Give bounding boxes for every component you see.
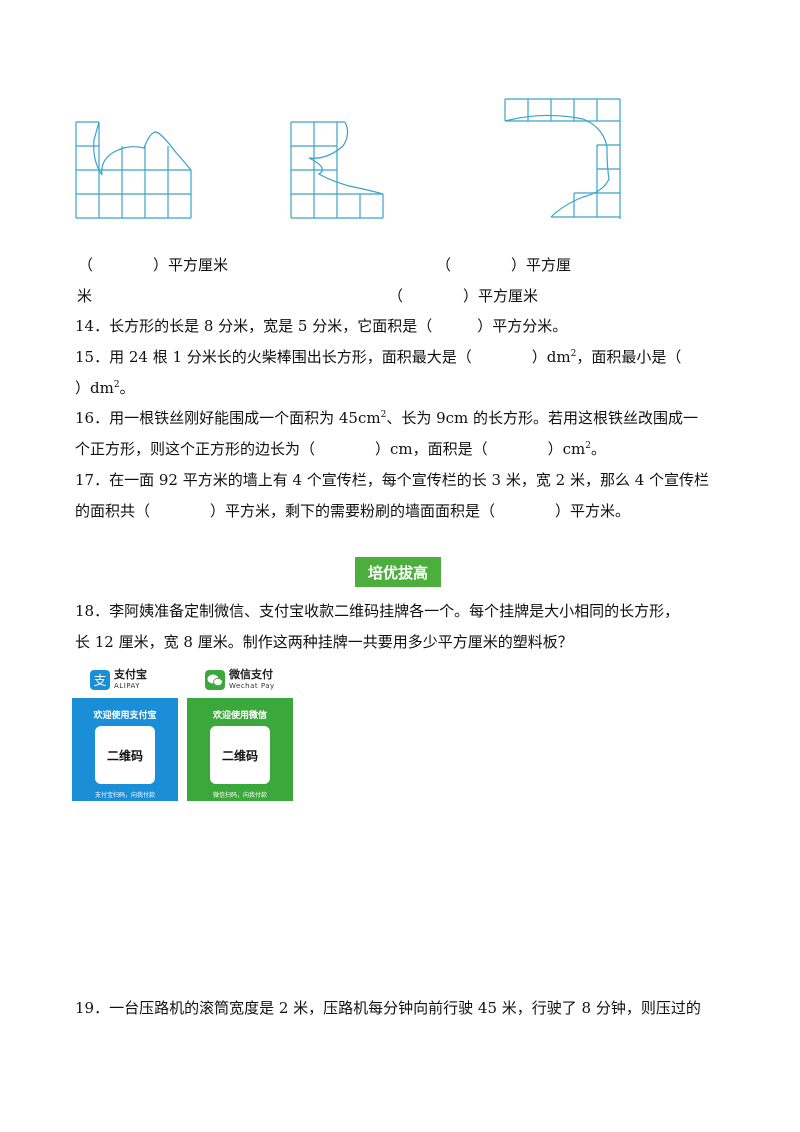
question-16-line-2: 个正方形，则这个正方形的边长为（ ）cm，面积是（ ）cm2。 <box>75 439 606 459</box>
wechat-logo-icon <box>205 670 225 690</box>
figure-2-answer: （ ）平方厘米 <box>388 287 539 305</box>
irregular-shape-figure-2 <box>290 121 384 219</box>
alipay-logo-icon: 支 <box>90 670 110 690</box>
section-title-badge: 培优拔高 <box>355 557 441 587</box>
wechat-qr-placeholder: 二维码 <box>210 726 270 784</box>
question-15-text-a: 15．用 24 根 1 分米长的火柴棒围出长方形，面积最大是（ ）dm <box>75 348 571 366</box>
question-17-line-2: 的面积共（ ）平方米，剩下的需要粉刷的墙面面积是（ ）平方米。 <box>75 502 631 520</box>
alipay-footer: 支付宝扫码，向我付款 <box>94 792 155 799</box>
question-14: 14．长方形的长是 8 分米，宽是 5 分米，它面积是（ ）平方分米。 <box>75 317 568 335</box>
svg-text:支: 支 <box>93 674 106 689</box>
figure-3-answer: （ ）平方厘 <box>436 256 572 274</box>
wechat-sign-header: 微信支付 Wechat Pay <box>187 660 293 698</box>
alipay-sign-image: 支 支付宝 ALIPAY 欢迎使用支付宝 二维码 支付宝扫码，向我付款 <box>72 660 178 801</box>
question-18-line-1: 18．李阿姨准备定制微信、支付宝收款二维码挂牌各一个。每个挂牌是大小相同的长方形… <box>75 602 680 620</box>
question-18-line-2: 长 12 厘米，宽 8 厘米。制作这两种挂牌一共要用多少平方厘米的塑料板？ <box>75 633 573 651</box>
superscript: 2 <box>113 380 120 390</box>
question-15-text-d: 。 <box>119 379 135 397</box>
alipay-brand-sub: ALIPAY <box>114 682 141 690</box>
figure-1-answer: （ ）平方厘米 <box>78 256 229 274</box>
question-16-line-1: 16．用一根铁丝刚好能围成一个面积为 45cm2、长为 9cm 的长方形。若用这… <box>75 408 698 428</box>
question-15-line-2: ）dm2。 <box>75 378 135 398</box>
question-15-text-b: ，面积最小是（ <box>576 348 682 366</box>
question-16-text-a: 16．用一根铁丝刚好能围成一个面积为 45cm <box>75 409 381 427</box>
wechat-sign-image: 微信支付 Wechat Pay 欢迎使用微信 二维码 微信扫码，向我付款 <box>187 660 293 801</box>
superscript: 2 <box>570 349 577 359</box>
superscript: 2 <box>380 410 387 420</box>
question-15-line-1: 15．用 24 根 1 分米长的火柴棒围出长方形，面积最大是（ ）dm2，面积最… <box>75 347 681 367</box>
wechat-sign-body: 欢迎使用微信 二维码 微信扫码，向我付款 <box>187 698 293 801</box>
wechat-brand-sub: Wechat Pay <box>229 682 275 690</box>
wechat-brand: 微信支付 <box>229 668 273 681</box>
alipay-qr-placeholder: 二维码 <box>95 726 155 784</box>
irregular-shape-figure-1 <box>75 121 192 219</box>
figure-1-answer-wrap: 米 <box>77 287 93 305</box>
question-16-text-d: 。 <box>591 440 607 458</box>
question-19-line-1: 19．一台压路机的滚筒宽度是 2 米，压路机每分钟向前行驶 45 米，行驶了 8… <box>75 999 701 1017</box>
question-16-text-c: 个正方形，则这个正方形的边长为（ ）cm，面积是（ ）cm <box>75 440 586 458</box>
alipay-brand: 支付宝 <box>114 668 147 681</box>
alipay-sign-body: 欢迎使用支付宝 二维码 支付宝扫码，向我付款 <box>72 698 178 801</box>
wechat-welcome: 欢迎使用微信 <box>212 711 267 721</box>
question-15-text-c: ）dm <box>75 379 114 397</box>
alipay-sign-header: 支 支付宝 ALIPAY <box>72 660 178 698</box>
superscript: 2 <box>585 441 591 451</box>
question-16-text-b: 、长为 9cm 的长方形。若用这根铁丝改围成一 <box>386 409 699 427</box>
wechat-footer: 微信扫码，向我付款 <box>212 792 267 799</box>
irregular-shape-figure-3 <box>504 98 621 219</box>
question-17-line-1: 17．在一面 92 平方米的墙上有 4 个宣传栏，每个宣传栏的长 3 米，宽 2… <box>75 471 710 489</box>
alipay-welcome: 欢迎使用支付宝 <box>93 711 157 721</box>
